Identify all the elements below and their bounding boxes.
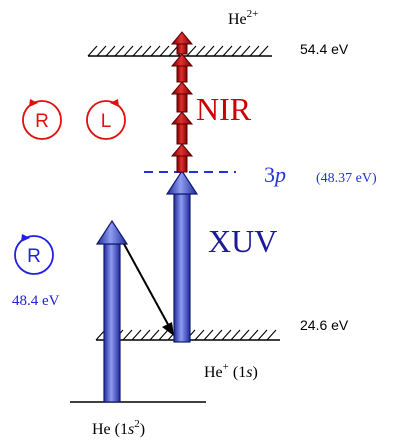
nir-photon-arrow: [170, 53, 194, 83]
hatch-mark: [212, 329, 223, 341]
hatch-mark: [96, 45, 107, 57]
hatch-mark: [249, 45, 260, 57]
xuv-right-circular-icon: R: [14, 234, 54, 275]
xuv-arrow-center: [165, 169, 199, 343]
nir-label: NIR: [196, 91, 252, 127]
hatch-mark: [195, 45, 206, 57]
heplus-energy: 24.6 eV: [300, 317, 349, 333]
hatch-mark: [248, 329, 259, 341]
hatch-mark: [141, 45, 152, 57]
he-ground-label: He (1s2): [92, 418, 145, 438]
svg-text:R: R: [27, 246, 41, 267]
hatch-mark: [213, 45, 224, 57]
hatch-mark: [158, 329, 169, 341]
hatch-mark: [239, 329, 250, 341]
nir-right-circular-icon: R: [22, 99, 62, 140]
hatch-mark: [221, 329, 232, 341]
nir-photon-arrow: [170, 81, 194, 113]
hatch-mark: [150, 45, 161, 57]
hatch-mark: [105, 45, 116, 57]
hatch-mark: [140, 329, 151, 341]
hatch-mark: [131, 329, 142, 341]
hatch-mark: [203, 329, 214, 341]
hatch-mark: [257, 329, 268, 341]
hatch-mark: [231, 45, 242, 57]
svg-text:R: R: [35, 111, 49, 132]
heplus-label: He+ (1s): [204, 361, 258, 381]
hatch-mark: [87, 45, 98, 57]
hatch-mark: [122, 329, 133, 341]
decay-arrow: [123, 243, 174, 336]
hatch-mark: [186, 45, 197, 57]
hatch-mark: [114, 45, 125, 57]
nir-photon-arrow: [170, 143, 194, 173]
hatch-mark: [230, 329, 241, 341]
hatch-mark: [159, 45, 170, 57]
nir-left-circular-icon: L: [86, 99, 126, 140]
hatch-mark: [132, 45, 143, 57]
xuv-label: XUV: [208, 223, 277, 259]
three-p-energy: (48.37 eV): [316, 171, 377, 186]
hatch-mark: [194, 329, 205, 341]
hatch-mark: [222, 45, 233, 57]
hatch-mark: [266, 329, 277, 341]
nir-photon-arrow: [170, 111, 194, 145]
xuv-arrow-left: [95, 219, 129, 403]
he2plus-energy: 54.4 eV: [300, 41, 349, 57]
hatch-mark: [204, 45, 215, 57]
hatch-mark: [258, 45, 269, 57]
three-p-label: 3p: [264, 162, 286, 187]
he2plus-label: He2+: [228, 8, 258, 28]
nir-photon-arrow: [170, 31, 194, 55]
svg-text:L: L: [101, 111, 112, 132]
hatch-mark: [149, 329, 160, 341]
xuv-energy-label: 48.4 eV: [12, 293, 60, 309]
hatch-mark: [123, 45, 134, 57]
hatch-mark: [240, 45, 251, 57]
nir-arrow-stack: [170, 31, 194, 173]
